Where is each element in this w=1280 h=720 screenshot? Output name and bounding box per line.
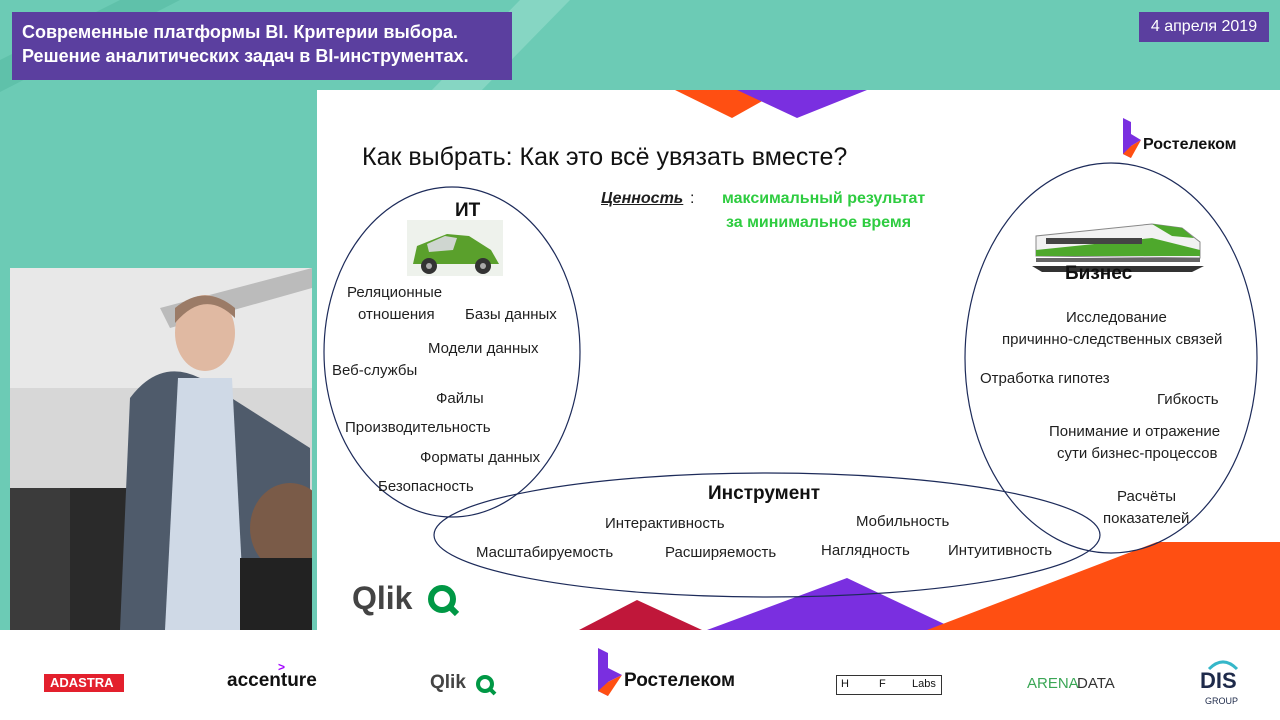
business-item-research-1: Исследование	[1066, 309, 1167, 326]
slide-shapes	[323, 90, 1280, 630]
business-ellipse	[964, 162, 1258, 554]
it-item-relational-2: отношения	[358, 306, 435, 323]
slide: Как выбрать: Как это всё увязать вместе?…	[317, 90, 1280, 630]
tool-title: Инструмент	[708, 483, 821, 504]
business-item-hypotheses: Отработка гипотез	[980, 370, 1110, 387]
business-item-understanding-2: сути бизнес-процессов	[1057, 445, 1218, 462]
qlik-sponsor-icon	[475, 674, 497, 696]
it-item-data-models: Модели данных	[428, 340, 539, 357]
it-title: ИТ	[455, 200, 481, 221]
tool-ellipse	[433, 472, 1101, 598]
it-item-security: Безопасность	[378, 478, 474, 495]
dis-group-icon	[1205, 658, 1241, 671]
hflabs-logo-h: H	[841, 678, 849, 690]
dis-group-logo: DIS	[1200, 668, 1237, 693]
hflabs-logo-labs: Labs	[912, 678, 936, 690]
it-item-relational-1: Реляционные	[347, 284, 443, 301]
rostelecom-sponsor-logo: Ростелеком	[624, 670, 736, 691]
business-item-calculations-1: Расчёты	[1117, 488, 1176, 505]
business-title: Бизнес	[1065, 263, 1133, 284]
slide-heading: Как выбрать: Как это всё увязать вместе?	[362, 143, 848, 171]
sponsor-bar: ADASTRA accenture > Qlik Ростелеком H F …	[0, 630, 1280, 720]
rostelecom-sponsor-icon	[598, 648, 622, 696]
tool-item-mobility: Мобильность	[856, 513, 950, 530]
tool-item-intuitiveness: Интуитивность	[948, 542, 1053, 559]
date-badge: 4 апреля 2019	[1139, 12, 1269, 42]
title-line-1: Современные платформы BI. Критерии выбор…	[22, 22, 458, 42]
dis-group-sub: GROUP	[1205, 696, 1239, 706]
tool-item-scalability: Масштабируемость	[476, 544, 614, 561]
business-item-research-2: причинно-следственных связей	[1002, 331, 1223, 348]
it-ellipse	[323, 186, 581, 518]
arenadata-logo-arena: ARENA	[1027, 675, 1079, 692]
business-item-understanding-1: Понимание и отражение	[1049, 423, 1221, 440]
it-item-performance: Производительность	[345, 419, 491, 436]
qlik-logo-text: Qlik	[352, 580, 413, 616]
it-item-databases: Базы данных	[465, 306, 557, 323]
value-text-line-1: максимальный результат	[722, 190, 926, 207]
rostelecom-logo-text: Ростелеком	[1143, 136, 1237, 153]
rostelecom-logo-icon	[1123, 118, 1141, 158]
qlik-logo-icon	[427, 584, 460, 617]
arenadata-logo-data: DATA	[1077, 675, 1115, 692]
it-item-files: Файлы	[436, 390, 484, 407]
value-text-line-2: за минимальное время	[726, 214, 912, 231]
adastra-logo: ADASTRA	[44, 674, 124, 692]
accenture-logo: accenture	[227, 670, 317, 691]
qlik-sponsor-logo: Qlik	[430, 672, 466, 693]
tool-item-extensibility: Расширяемость	[665, 544, 777, 561]
adastra-logo-text: ADASTRA	[50, 675, 114, 690]
speaker-video	[10, 268, 312, 630]
it-item-web-services: Веб-службы	[332, 362, 418, 379]
hflabs-logo: H F Labs	[836, 675, 942, 695]
business-item-calculations-2: показателей	[1103, 510, 1190, 527]
accenture-chevron-icon: >	[278, 660, 286, 674]
presentation-title: Современные платформы BI. Критерии выбор…	[12, 12, 512, 80]
hflabs-logo-f: F	[879, 678, 886, 690]
it-item-data-formats: Форматы данных	[420, 449, 541, 466]
value-label: Ценность	[601, 190, 684, 207]
value-colon: :	[690, 190, 695, 207]
train-icon	[1032, 210, 1204, 272]
title-line-2: Решение аналитических задач в BI-инструм…	[22, 46, 469, 66]
tool-item-interactivity: Интерактивность	[605, 515, 725, 532]
tool-item-visibility: Наглядность	[821, 542, 910, 559]
car-icon	[407, 220, 503, 276]
speaker-video-frame	[10, 268, 312, 630]
business-item-flexibility: Гибкость	[1157, 391, 1219, 408]
